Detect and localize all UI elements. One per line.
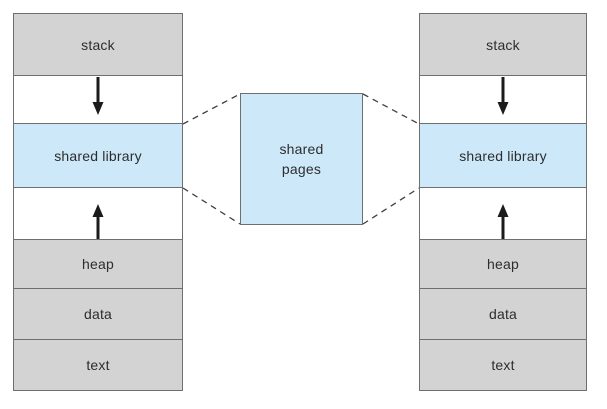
segment-heap-growth-gap (13, 188, 183, 240)
segment-heap-growth-gap (419, 188, 587, 240)
segment-label: heap (82, 256, 114, 272)
segment-label: text (86, 357, 110, 373)
process-column-left: stack shared library heap data text (13, 13, 183, 391)
segment-stack: stack (13, 13, 183, 76)
shared-pages-box: shared pages (240, 93, 363, 225)
segment-label: shared library (459, 147, 547, 164)
segment-stack-growth-gap (419, 76, 587, 124)
segment-label: shared library (54, 147, 142, 164)
dashed-line-right-top (362, 93, 420, 125)
segment-label: text (491, 357, 515, 373)
dashed-line-left-top (182, 93, 241, 125)
segment-text: text (13, 340, 183, 391)
segment-stack-growth-gap (13, 76, 183, 124)
segment-data: data (419, 289, 587, 340)
segment-label: stack (81, 36, 115, 53)
dashed-line-left-bottom (182, 187, 241, 225)
dashed-line-right-bottom (362, 187, 420, 225)
process-column-right: stack shared library heap data text (419, 13, 587, 391)
segment-shared-library: shared library (13, 124, 183, 188)
segment-heap: heap (13, 240, 183, 289)
segment-label: heap (487, 256, 519, 272)
shared-pages-label-line2: pages (281, 161, 322, 177)
segment-heap: heap (419, 240, 587, 289)
segment-label: data (488, 306, 518, 322)
segment-shared-library: shared library (419, 124, 587, 188)
segment-text: text (419, 340, 587, 391)
segment-label: stack (486, 36, 520, 53)
segment-data: data (13, 289, 183, 340)
shared-pages-label-line1: shared (279, 141, 324, 157)
segment-stack: stack (419, 13, 587, 76)
segment-label: data (83, 306, 113, 322)
